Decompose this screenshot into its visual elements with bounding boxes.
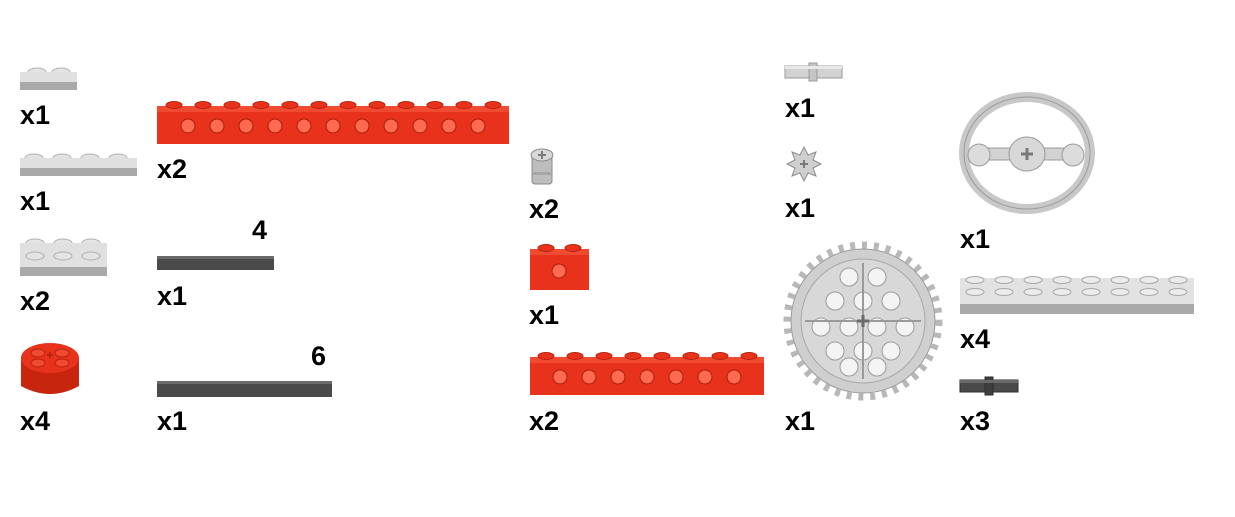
axle-length-label: 4 bbox=[252, 215, 268, 245]
technic-brick-1x8-icon bbox=[530, 349, 766, 397]
round-brick-2x2-icon bbox=[19, 336, 81, 398]
part-quantity: x1 bbox=[785, 406, 816, 436]
part-quantity: x2 bbox=[157, 154, 188, 184]
axle-6-icon bbox=[157, 380, 333, 398]
plate-1x2-icon bbox=[20, 64, 78, 92]
technic-brick-1x2-icon bbox=[530, 242, 590, 292]
part-quantity: x2 bbox=[529, 194, 560, 224]
bush-icon bbox=[529, 148, 557, 186]
plate-1x4-icon bbox=[20, 150, 138, 178]
plate-2x3-icon bbox=[20, 236, 108, 278]
gear-8-tooth-icon bbox=[785, 145, 823, 183]
steering-wheel-icon bbox=[959, 92, 1097, 216]
part-quantity: x1 bbox=[157, 281, 188, 311]
part-quantity: x4 bbox=[960, 324, 991, 354]
part-quantity: x1 bbox=[20, 186, 51, 216]
part-quantity: x3 bbox=[960, 406, 991, 436]
axle-length-label: 6 bbox=[311, 341, 327, 371]
part-quantity: x1 bbox=[960, 224, 991, 254]
part-quantity: x1 bbox=[785, 93, 816, 123]
part-quantity: x2 bbox=[20, 286, 51, 316]
gear-40-tooth-icon bbox=[783, 241, 943, 401]
technic-brick-1x12-icon bbox=[157, 98, 511, 146]
part-quantity: x1 bbox=[529, 300, 560, 330]
connector-peg-icon bbox=[959, 376, 1020, 396]
part-quantity: x1 bbox=[785, 193, 816, 223]
part-quantity: x4 bbox=[20, 406, 51, 436]
axle-4-icon bbox=[157, 254, 275, 272]
axle-pin-icon bbox=[784, 61, 843, 83]
part-quantity: x1 bbox=[157, 406, 188, 436]
plate-2x8-icon bbox=[960, 272, 1196, 316]
part-quantity: x1 bbox=[20, 100, 51, 130]
part-quantity: x2 bbox=[529, 406, 560, 436]
